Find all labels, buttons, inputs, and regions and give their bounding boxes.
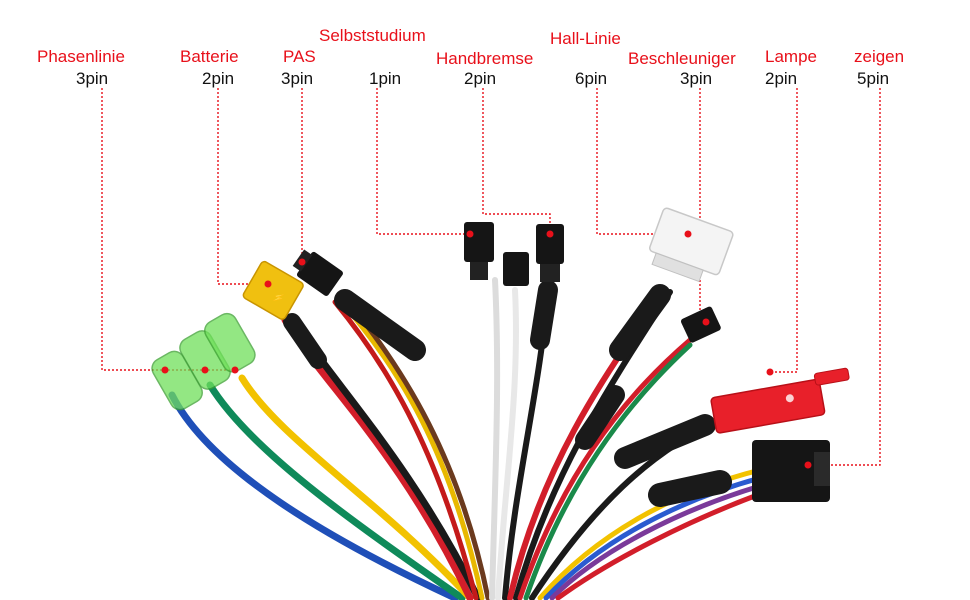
label-selbststudium-pins: 1pin <box>369 69 402 88</box>
battery-sleeve <box>283 313 327 369</box>
phase-wire-green <box>206 381 466 600</box>
label-hall-linie-pins: 6pin <box>575 69 608 88</box>
label-phasenlinie-pins: 3pin <box>76 69 109 88</box>
dot-phase-1 <box>161 366 169 374</box>
display-wire-red <box>555 491 763 600</box>
dot-phase-3 <box>231 366 239 374</box>
brake-sleeve <box>530 280 558 350</box>
label-handbremse-pins: 2pin <box>464 69 497 88</box>
selflearn-wire-white <box>489 277 501 600</box>
throttle-wire-red <box>517 337 693 600</box>
pas-sleeve <box>334 289 426 361</box>
phase-bullet-yellow <box>204 312 256 373</box>
dot-brake <box>546 230 554 238</box>
phase-bullet-connectors <box>151 312 256 411</box>
throttle-sleeve <box>575 385 625 450</box>
throttle-connector <box>680 306 721 343</box>
brake-connector <box>503 224 564 286</box>
dot-battery <box>264 280 272 288</box>
hall-connector <box>649 207 734 283</box>
brake-wire-white <box>495 287 519 600</box>
leader-selflearn <box>376 88 470 235</box>
label-lampe-name: Lampe <box>765 47 817 66</box>
phase-wire-blue <box>168 391 459 600</box>
lamp-sleeve <box>614 414 716 469</box>
leader-phase <box>101 88 235 371</box>
hall-sleeve <box>609 284 671 361</box>
label-handbremse-name: Handbremse <box>436 49 534 68</box>
label-phasenlinie-name: Phasenlinie <box>37 47 125 66</box>
display-wire-purple <box>549 483 763 600</box>
dot-throttle <box>702 318 710 326</box>
label-beschleuniger-pins: 3pin <box>680 69 713 88</box>
target-dots <box>161 230 812 469</box>
dot-pas <box>298 258 306 266</box>
dot-lamp <box>766 368 774 376</box>
label-pas-pins: 3pin <box>281 69 314 88</box>
selflearn-connector <box>464 222 494 280</box>
leader-lamp <box>770 88 798 373</box>
label-batterie-pins: 2pin <box>202 69 235 88</box>
leader-hall <box>596 88 688 235</box>
leader-display <box>808 88 881 466</box>
throttle-wire-green <box>523 342 693 600</box>
dot-hall <box>684 230 692 238</box>
label-pas-name: PAS <box>283 47 316 66</box>
dot-display <box>804 461 812 469</box>
label-zeigen-pins: 5pin <box>857 69 890 88</box>
label-batterie-name: Batterie <box>180 47 239 66</box>
display-connector <box>752 440 830 502</box>
heat-shrink-sleeves <box>283 280 732 507</box>
lamp-connector <box>710 367 850 434</box>
battery-xt-connector: ⚡ <box>242 260 304 320</box>
leader-lines <box>101 88 881 466</box>
leader-battery <box>217 88 268 285</box>
pas-wire-yellow <box>337 297 485 600</box>
label-hall-linie-name: Hall-Linie <box>550 29 621 48</box>
label-selbststudium-name: Selbststudium <box>319 26 426 45</box>
leader-brake <box>482 88 551 234</box>
dot-selflearn <box>466 230 474 238</box>
label-lampe-pins: 2pin <box>765 69 798 88</box>
display-sleeve <box>648 470 732 507</box>
pas-wire-red <box>332 299 479 600</box>
label-zeigen-name: zeigen <box>854 47 905 66</box>
dot-phase-2 <box>201 366 209 374</box>
phase-wire-yellow <box>238 374 474 600</box>
label-beschleuniger-name: Beschleuniger <box>628 49 736 68</box>
